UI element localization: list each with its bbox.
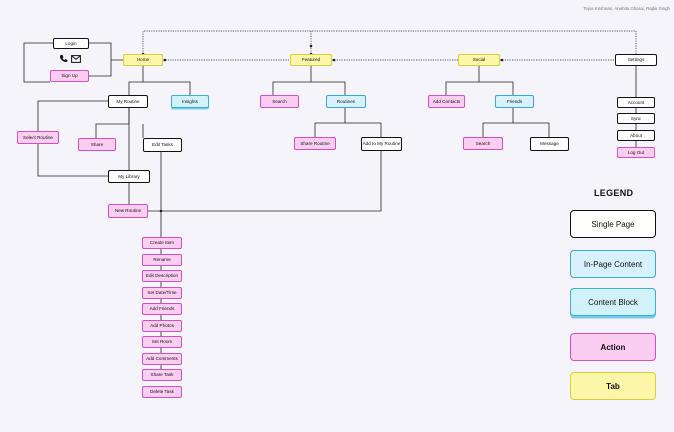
social-tab[interactable]: Social <box>458 54 500 66</box>
set-room-node[interactable]: Set Room <box>142 336 182 348</box>
legend-content-block: Content Block <box>570 288 656 316</box>
legend-single-page: Single Page <box>570 210 656 238</box>
rename-node[interactable]: Rename <box>142 254 182 266</box>
legend-title: LEGEND <box>594 188 634 198</box>
legend-tab: Tab <box>570 372 656 400</box>
sync-node[interactable]: Sync <box>617 113 655 124</box>
add-photos-node[interactable]: Add Photos <box>142 320 182 332</box>
share-node[interactable]: Share <box>78 138 116 151</box>
featured-tab[interactable]: Featured <box>290 54 332 66</box>
friends-node[interactable]: Friends <box>495 95 534 108</box>
delete-task-node[interactable]: Delete Task <box>142 386 182 398</box>
edit-description-node[interactable]: Edit Description <box>142 270 182 282</box>
credits-text: Tejus Krishnan, Anahita Gharai, Rajbir S… <box>583 6 670 11</box>
home-tab[interactable]: Home <box>123 54 163 66</box>
phone-icon <box>60 54 68 62</box>
create-item-node[interactable]: Create Item <box>142 237 182 249</box>
set-date-time-node[interactable]: Set Date/Time <box>142 287 182 299</box>
account-node[interactable]: Account <box>617 97 655 108</box>
select-routine-node[interactable]: Select Routine <box>17 131 59 144</box>
share-task-node[interactable]: Share Task <box>142 369 182 381</box>
new-routine-node[interactable]: New Routine <box>108 204 148 218</box>
logout-node[interactable]: Log Out <box>617 147 655 158</box>
add-friends-node[interactable]: Add Friends <box>142 303 182 315</box>
legend-in-page-content: In-Page Content <box>570 250 656 278</box>
legend-action: Action <box>570 333 656 361</box>
edit-tasks-node[interactable]: Edit Tasks <box>143 138 182 152</box>
about-node[interactable]: About <box>617 130 655 141</box>
signup-node[interactable]: Sign Up <box>50 70 89 82</box>
insights-node[interactable]: Insights <box>171 95 209 108</box>
my-routine-node[interactable]: My Routine <box>108 95 148 108</box>
routines-node[interactable]: Routines <box>326 95 366 108</box>
featured-search-node[interactable]: Search <box>260 95 299 108</box>
social-search-node[interactable]: Search <box>463 137 503 150</box>
message-node[interactable]: Message <box>530 137 569 151</box>
add-comments-node[interactable]: Add Comments <box>142 353 182 365</box>
settings-node[interactable]: Settings <box>615 54 657 66</box>
add-contacts-node[interactable]: Add Contacts <box>428 95 465 108</box>
login-node[interactable]: Login <box>53 38 89 49</box>
my-library-node[interactable]: My Library <box>108 170 150 183</box>
mail-icon <box>71 55 81 63</box>
add-to-my-routine-node[interactable]: Add to My Routine <box>361 137 402 151</box>
share-routine-node[interactable]: Share Routine <box>294 137 336 150</box>
